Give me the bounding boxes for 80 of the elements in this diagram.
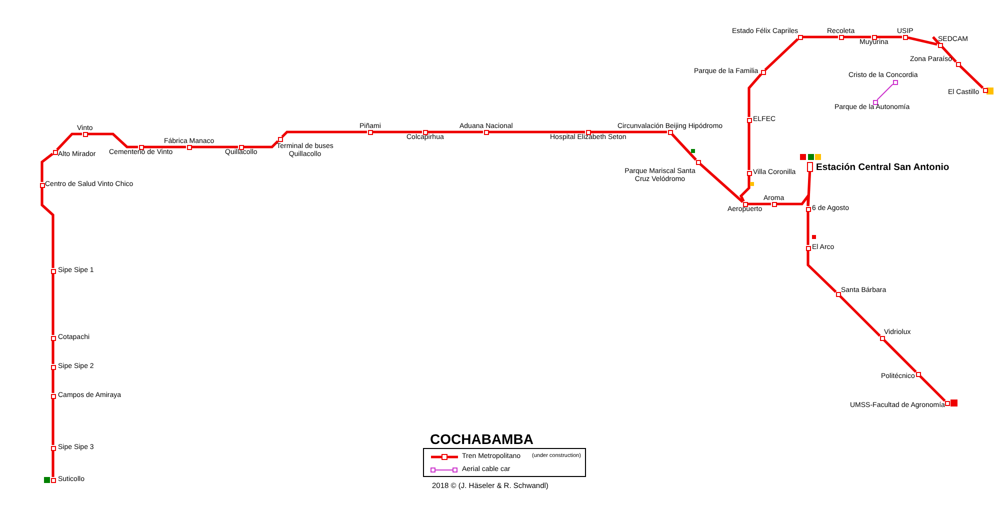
station-marker (836, 292, 840, 296)
track-line (764, 38, 799, 71)
track-line (56, 132, 82, 151)
station-marker (50, 446, 56, 450)
track-line (281, 130, 367, 138)
station-marker (368, 130, 372, 134)
station-marker (902, 34, 908, 40)
track-line (373, 130, 422, 134)
station-marker (880, 336, 884, 340)
track-line (883, 339, 917, 373)
track-line (932, 36, 957, 63)
track-line (52, 451, 54, 477)
station-marker (238, 144, 244, 150)
track-line (959, 65, 984, 89)
station-marker (696, 160, 700, 164)
track-line (806, 251, 837, 293)
station-marker (484, 130, 488, 134)
station-marker (586, 130, 590, 134)
map-title: COCHABAMBA (430, 431, 534, 447)
track-line (739, 176, 750, 202)
track-line (591, 130, 667, 134)
track-line (877, 36, 902, 38)
track-line (192, 146, 238, 148)
station-marker (52, 150, 58, 154)
track-line (671, 133, 697, 161)
station-marker (892, 80, 898, 84)
track-line (244, 140, 279, 148)
track-line (489, 130, 585, 134)
track-line (748, 123, 750, 170)
track-line (919, 375, 946, 402)
station-marker (50, 394, 56, 398)
station-marker (807, 162, 813, 172)
track-line (699, 163, 744, 203)
track-line (52, 274, 54, 335)
track-line (88, 132, 138, 148)
track-line (52, 399, 54, 445)
station-marker (278, 136, 282, 142)
station-marker (806, 206, 810, 212)
station-marker (186, 144, 192, 150)
station-marker (798, 34, 802, 40)
station-marker (40, 182, 44, 188)
station-marker (838, 34, 844, 40)
station-marker (872, 100, 878, 104)
track-line (40, 152, 54, 182)
station-marker (746, 170, 752, 176)
track-line (428, 130, 483, 134)
station-marker (668, 130, 672, 134)
station-marker (944, 400, 950, 406)
track-line (144, 146, 186, 148)
station-marker (82, 132, 88, 136)
station-marker (742, 202, 748, 206)
track-line (40, 188, 54, 268)
track-line (748, 73, 762, 117)
track-line (876, 84, 894, 100)
station-marker (50, 364, 56, 370)
station-marker (938, 42, 942, 48)
station-marker (760, 70, 766, 74)
track-line (803, 36, 838, 38)
station-marker (806, 246, 810, 250)
station-marker (982, 88, 988, 92)
station-marker (50, 478, 56, 482)
track-line (52, 341, 54, 364)
station-marker (872, 34, 876, 40)
station-marker (422, 130, 428, 134)
track-line (806, 212, 810, 245)
track-line (844, 36, 871, 38)
track-line (52, 370, 54, 393)
track-line (839, 295, 881, 337)
station-label: Estación Central San Antonio (816, 162, 950, 172)
track-line (806, 172, 812, 206)
track-line (748, 202, 771, 206)
station-marker (956, 62, 960, 66)
station-marker (138, 144, 144, 150)
station-marker (50, 336, 56, 340)
track-line (908, 36, 938, 46)
station-marker (746, 118, 752, 122)
track-line (777, 192, 810, 206)
station-marker (916, 372, 920, 376)
station-marker (772, 202, 776, 206)
station-marker (50, 268, 56, 274)
